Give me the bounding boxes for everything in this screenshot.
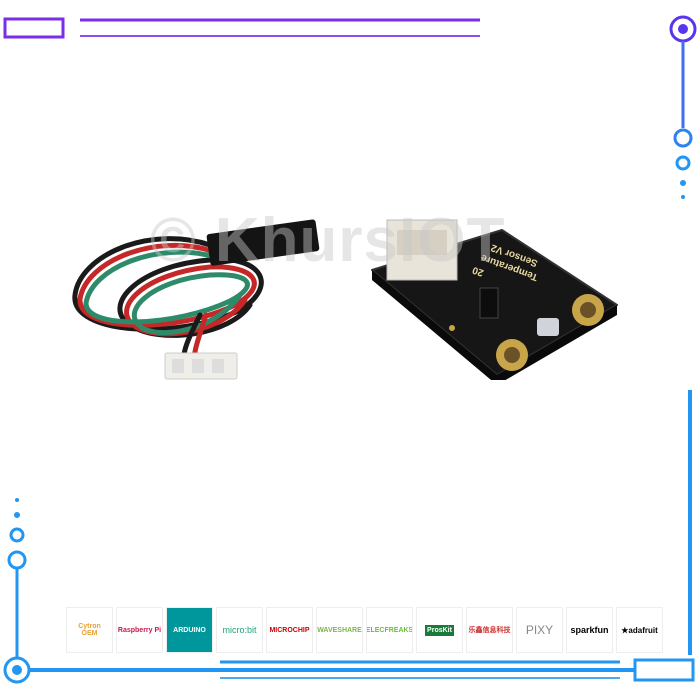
watermark: © KhursIOT — [150, 206, 506, 275]
board-label-line3: 20 — [471, 264, 486, 278]
logo-sparkfun: sparkfun — [566, 607, 613, 653]
logo-waveshare: WAVESHARE — [316, 607, 363, 653]
logo-espressif: 乐鑫信息科技 — [466, 607, 513, 653]
logo-microbit: micro:bit — [216, 607, 263, 653]
logo-raspberry-pi: Raspberry Pi — [116, 607, 163, 653]
jumper-cable — [72, 219, 320, 380]
logo-elecfreaks: ELECFREAKS — [366, 607, 413, 653]
logo-arduino: ARDUINO — [166, 607, 213, 653]
logo-pixy: PIXY — [516, 607, 563, 653]
temperature-sensor-board: Temperature Sensor V2 20 — [371, 219, 618, 380]
logo-microchip: MICROCHIP — [266, 607, 313, 653]
logo-proskit: ProsKit — [416, 607, 463, 653]
logo-adafruit: ★adafruit — [616, 607, 663, 653]
